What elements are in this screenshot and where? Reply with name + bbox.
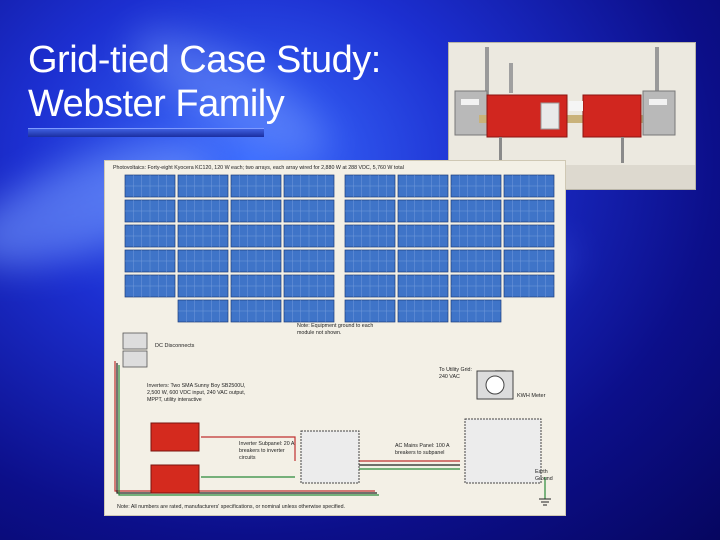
footnote: Note: All numbers are rated, manufacture… [117,504,346,510]
dc-disconnect-2 [122,350,148,368]
inverter-1 [150,422,200,452]
inverter-subpanel-label: Inverter Subpanel: 20 A breakers to inve… [239,441,295,461]
diagram-drawing [114,174,555,506]
ac-mains-panel [464,418,542,484]
note-ground: Note: Equipment ground to each module no… [297,323,374,336]
pv-label: Photovoltaics: Forty-eight Kyocera KC120… [113,165,404,171]
inverters-label: Inverters: Two SMA Sunny Boy SB2500U, 2,… [147,383,246,403]
wires [114,361,546,499]
utility-grid-label: To Utility Grid: 240 VAC [439,367,472,380]
inverter-2 [150,464,200,494]
pv-panels [124,174,555,323]
ac-mains-label: AC Mains Panel: 100 A breakers to subpan… [395,443,450,456]
wiring-diagram: Photovoltaics: Forty-eight Kyocera KC120… [104,160,566,516]
title-line-2: Webster Family [28,83,285,125]
dc-disconnect-1 [122,332,148,350]
kwh-meter-label: KWH Meter [517,393,546,399]
earth-ground-label: Earth Ground [535,469,553,482]
title-line-1: Grid-tied Case Study: [28,39,381,81]
dc-disconnects-label: DC Disconnects [155,343,195,349]
title-underline [28,128,264,137]
slide-title: Grid-tied Case Study: Webster Family [28,38,428,126]
inverter-subpanel [300,430,360,484]
